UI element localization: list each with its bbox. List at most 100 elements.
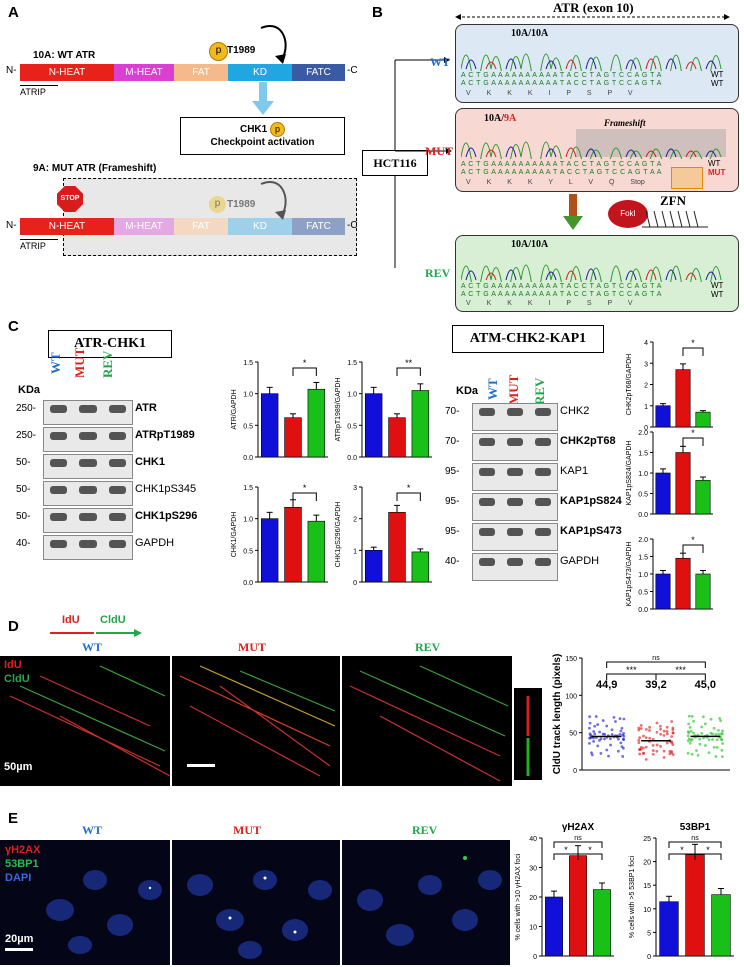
chart-tick-label: 25 xyxy=(643,836,651,843)
chart-tick-label: 1.0 xyxy=(243,392,253,399)
chart-bar xyxy=(659,901,679,957)
chart-point xyxy=(616,749,620,753)
b-mut-label: MUT xyxy=(425,144,453,158)
chart-tick-label: 4 xyxy=(644,340,648,347)
chart-tick-label: 0.0 xyxy=(638,607,648,614)
right-blot-strip xyxy=(472,523,558,551)
chart-point xyxy=(612,715,616,719)
chart-tick-label: 1.0 xyxy=(638,471,648,478)
e-mut-label: MUT xyxy=(233,823,261,837)
chart-bar xyxy=(307,520,326,583)
chart-point xyxy=(655,721,659,725)
chart-y-label: KAP1pS824/GAPDH xyxy=(626,441,633,506)
wt-allele-1: WT xyxy=(711,70,724,79)
chart-point xyxy=(720,755,724,759)
left-band xyxy=(50,513,68,521)
chart-point xyxy=(651,744,655,747)
left-protein-label: CHK1pS296 xyxy=(135,510,198,522)
right-blot-row: 95-KAP1pS473 xyxy=(443,523,623,551)
right-band xyxy=(479,438,495,446)
chart-tick-label: 2.0 xyxy=(638,430,648,437)
chart-point xyxy=(717,728,720,732)
chart-point xyxy=(709,717,713,721)
chart-tick-label: 1.5 xyxy=(638,451,648,458)
chart-tick-label: 0.0 xyxy=(243,455,253,462)
mut-seq-1: A C T G A A A A A A A A A A T A C C T A … xyxy=(461,161,662,168)
atm-chk2-kap1-title: ATM-CHK2-KAP1 xyxy=(452,325,604,353)
left-band xyxy=(108,432,126,440)
chart-tick-label: 1.5 xyxy=(243,360,253,367)
wt-atr-title: 10A: WT ATR xyxy=(33,50,96,61)
right-mw-marker: 70- xyxy=(445,406,460,417)
left-band xyxy=(108,513,126,521)
stop-codon-highlight xyxy=(671,167,703,189)
chart-point xyxy=(594,715,598,718)
right-protein-label: CHK2pT68 xyxy=(560,435,616,447)
chart-point xyxy=(662,756,666,759)
chart-point xyxy=(590,751,593,755)
chart-sig-bracket xyxy=(292,492,317,501)
domain-kd: KD xyxy=(228,64,292,81)
chart-sig-label: * xyxy=(691,428,695,438)
chart-point xyxy=(665,732,669,736)
left-band xyxy=(50,486,68,494)
rev-allele-1: WT xyxy=(711,281,724,290)
left-band xyxy=(79,540,97,548)
chart-point xyxy=(690,752,694,756)
chart-point xyxy=(700,725,703,729)
right-blot-row: 95-KAP1 xyxy=(443,463,623,491)
chart-point xyxy=(662,733,666,737)
chart-point xyxy=(651,752,655,756)
fiber-image-wt: IdU CldU 50µm xyxy=(0,656,170,786)
chart-tick-label: 0.5 xyxy=(243,423,253,430)
chart-point xyxy=(662,749,666,753)
chart-y-label: ATRpT1989/GAPDH xyxy=(335,377,342,441)
left-band xyxy=(108,405,126,413)
chart-point xyxy=(702,736,705,740)
left-band xyxy=(108,486,126,494)
left-protein-label: CHK1 xyxy=(135,456,165,468)
chart-bar xyxy=(284,417,302,458)
chart-bar xyxy=(411,390,430,458)
chart-point xyxy=(670,750,673,753)
chart-point xyxy=(603,737,606,741)
fiber-scale-label: 50µm xyxy=(4,761,33,773)
chart-y-label: CHK1/GAPDH xyxy=(231,512,238,558)
chart-point xyxy=(686,730,690,734)
chart-point xyxy=(601,719,605,722)
chart-point xyxy=(655,743,659,747)
chart-point xyxy=(690,737,694,741)
mut-phospho-circle: p xyxy=(209,196,226,213)
chart-point xyxy=(655,749,659,753)
chart-point xyxy=(659,724,662,728)
chart-point xyxy=(659,732,663,736)
chart-y-label: CHK1pS296/GAPDH xyxy=(335,502,342,568)
chart-tick-label: 2.0 xyxy=(638,537,648,544)
d-rev-label: REV xyxy=(415,640,441,654)
chart-sig-bracket xyxy=(396,367,421,376)
chart-point xyxy=(621,746,625,750)
mut-seq-2: A C T G A A A A A A A A A T A C C T A G … xyxy=(461,169,662,176)
chart-point xyxy=(711,738,714,741)
mut-allele-mut: MUT xyxy=(708,168,726,177)
right-blot-row: 70-CHK2pT68 xyxy=(443,433,623,461)
chart-point xyxy=(609,743,612,747)
chart-sig-label: * xyxy=(706,845,710,855)
chart-bar xyxy=(655,472,671,515)
mut-autophospho-arrow xyxy=(260,181,287,220)
left-blot-strip xyxy=(43,535,133,560)
frameshift-region xyxy=(576,129,726,157)
chart-point xyxy=(592,730,596,733)
chart-tick-label: 0 xyxy=(573,768,577,775)
chart-y-label: KAP1pS473/GAPDH xyxy=(626,542,633,607)
right-mw-marker: 95- xyxy=(445,496,460,507)
chart-bar xyxy=(675,452,691,515)
chart-tick-label: 0.0 xyxy=(347,455,357,462)
chart-point xyxy=(714,733,718,736)
mut-atrip-line xyxy=(20,239,58,240)
left-blot-row: 250-ATRpT1989 xyxy=(10,427,220,452)
chart-tick-label: 20 xyxy=(529,895,537,902)
panel-a-label: A xyxy=(8,4,19,21)
chart-tick-label: 0.5 xyxy=(243,548,253,555)
chart-point xyxy=(648,725,651,729)
